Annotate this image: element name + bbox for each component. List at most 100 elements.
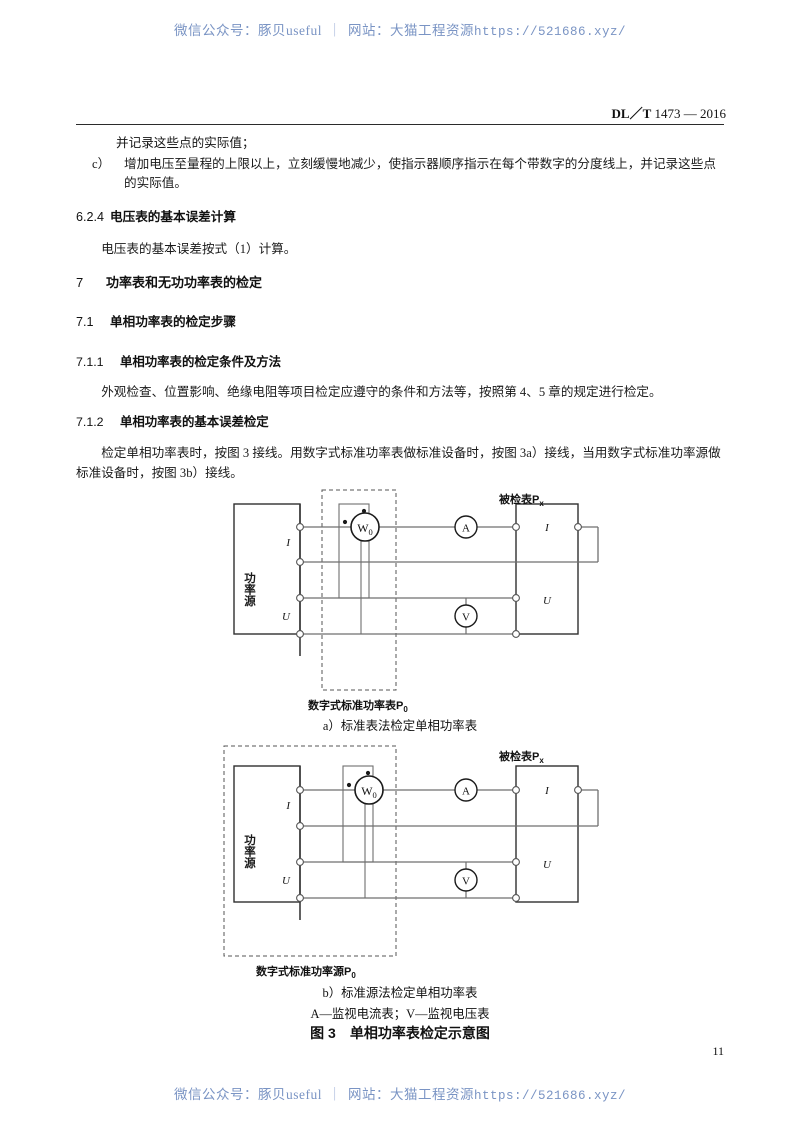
watermark-site-label: 网站： bbox=[347, 23, 390, 38]
standard-wattmeter-label-a: 数字式标准功率表P0 bbox=[308, 697, 408, 714]
standard-source-label-text-b: 数字式标准功率源P bbox=[256, 966, 352, 978]
dut-heading-text-a: 被检表P bbox=[499, 494, 540, 506]
heading-7-title: 功率表和无功功率表的检定 bbox=[106, 275, 263, 290]
source-terminal-I-label-a: I bbox=[285, 537, 291, 549]
heading-7-1-2-title: 单相功率表的基本误差检定 bbox=[120, 415, 269, 429]
source-terminal-U-label-b: U bbox=[282, 875, 291, 887]
standard-source-label-sub-b: 0 bbox=[351, 971, 356, 981]
figure-3a-caption: a）标准表法检定单相功率表 bbox=[322, 719, 478, 733]
heading-6-2-4-number: 6.2.4 bbox=[76, 210, 105, 224]
paragraph-7-1-2: 检定单相功率表时，按图 3 接线。用数字式标准功率表做标准设备时，按图 3a）接… bbox=[76, 446, 721, 480]
voltmeter-a bbox=[454, 604, 478, 628]
heading-7-1-1-title: 单相功率表的检定条件及方法 bbox=[120, 355, 282, 369]
polarity-dot-upper-b bbox=[365, 770, 371, 776]
wattmeter-w0-sub-b: 0 bbox=[373, 790, 377, 800]
ammeter-a bbox=[454, 515, 478, 539]
standard-year: 2016 bbox=[700, 106, 726, 121]
figure-3b-diagram: W0 A V I U I U bbox=[218, 740, 618, 965]
page-number: 11 bbox=[712, 1044, 724, 1058]
polarity-dot-upper-a bbox=[361, 508, 367, 514]
ammeter-label-a: A bbox=[462, 523, 470, 535]
watermark-account-prefix: 微信公众号： bbox=[173, 23, 258, 38]
wattmeter-voltage-coil-a bbox=[338, 503, 370, 599]
polarity-dot-left-a bbox=[342, 519, 348, 525]
ammeter-b bbox=[454, 778, 478, 802]
circuit-diagram-b: W0 A V I U I U bbox=[223, 745, 599, 957]
wattmeter-voltage-coil-b bbox=[342, 765, 374, 863]
dut-terminal-U-label-b: U bbox=[543, 859, 552, 871]
watermark-account-name: 豚贝useful bbox=[257, 23, 322, 38]
wattmeter-w0-symbol-b: W bbox=[361, 784, 373, 798]
heading-7-1-2-number: 7.1.2 bbox=[76, 415, 104, 429]
heading-7-1-1: 7.1.1 单相功率表的检定条件及方法 bbox=[76, 352, 281, 370]
terminal-dut-3-b bbox=[512, 858, 520, 866]
polarity-dot-left-b bbox=[346, 782, 352, 788]
watermark-bottom: 微信公众号：豚贝useful｜网站：大猫工程资源https://521686.x… bbox=[0, 1083, 800, 1104]
watermark-bottom-url: https://521686.xyz/ bbox=[473, 1089, 627, 1103]
watermark-bottom-account-prefix: 微信公众号： bbox=[173, 1087, 258, 1102]
terminal-source-2-a bbox=[296, 558, 304, 566]
terminal-dut-1-a bbox=[512, 523, 520, 531]
list-item-c-text: 增加电压至量程的上限以上，立刻缓慢地减少，使指示器顺序指示在每个带数字的分度线上… bbox=[124, 157, 716, 190]
dut-heading-text-b: 被检表P bbox=[499, 751, 540, 763]
terminal-source-4-a bbox=[296, 630, 304, 638]
watermark-site-name: 大猫工程资源 bbox=[389, 23, 474, 38]
heading-6-2-4-title: 电压表的基本误差计算 bbox=[110, 210, 236, 224]
standard-source-label-b: 数字式标准功率源P0 bbox=[256, 963, 356, 980]
wattmeter-w0-b bbox=[354, 775, 384, 805]
figure-3a-diagram: W0 A V I U bbox=[218, 484, 618, 699]
watermark-bottom-account-name: 豚贝useful bbox=[257, 1087, 322, 1102]
standard-prefix: DL／T bbox=[611, 106, 652, 121]
standard-wattmeter-label-sub-a: 0 bbox=[403, 705, 408, 715]
wattmeter-w0-symbol-a: W bbox=[357, 521, 369, 535]
watermark-bottom-separator: ｜ bbox=[327, 1087, 342, 1102]
terminal-dut-4-a bbox=[512, 630, 520, 638]
dut-heading-sub-a: x bbox=[539, 499, 544, 509]
terminal-source-2-b bbox=[296, 822, 304, 830]
figure-3b-caption: b）标准源法检定单相功率表 bbox=[322, 986, 478, 1000]
power-source-label-b: 功率源 bbox=[243, 834, 255, 869]
standard-number: 1473 bbox=[654, 106, 681, 121]
heading-7: 7 功率表和无功功率表的检定 bbox=[76, 272, 262, 291]
heading-7-1-number: 7.1 bbox=[76, 315, 94, 329]
dut-heading-b: 被检表Px bbox=[499, 748, 544, 765]
terminal-dut-3-a bbox=[512, 594, 520, 602]
wattmeter-w0-a bbox=[350, 512, 380, 542]
list-item-c-marker: c） bbox=[92, 157, 111, 171]
heading-7-number: 7 bbox=[76, 275, 84, 290]
ammeter-label-b: A bbox=[462, 786, 470, 798]
continuation-line: 并记录这些点的实际值； bbox=[116, 136, 255, 150]
terminal-dut-right-b bbox=[574, 786, 582, 794]
watermark-bottom-site-name: 大猫工程资源 bbox=[389, 1087, 474, 1102]
watermark-separator: ｜ bbox=[327, 23, 342, 38]
source-terminal-I-label-b: I bbox=[285, 800, 291, 812]
wattmeter-w0-sub-a: 0 bbox=[369, 527, 373, 537]
dut-box-b bbox=[515, 765, 579, 903]
header-rule bbox=[76, 124, 724, 125]
terminal-source-1-a bbox=[296, 523, 304, 531]
terminal-source-3-b bbox=[296, 858, 304, 866]
paragraph-6-2-4: 电压表的基本误差按式（1）计算。 bbox=[101, 242, 297, 256]
terminal-dut-right-a bbox=[574, 523, 582, 531]
voltmeter-label-b: V bbox=[462, 876, 470, 888]
figure-title: 图 3 单相功率表检定示意图 bbox=[310, 1025, 490, 1041]
dut-terminal-U-label-a: U bbox=[543, 595, 552, 607]
dut-terminal-I-label-b: I bbox=[544, 785, 550, 797]
dut-box-a bbox=[515, 503, 579, 635]
running-head: DL／T 1473 — 2016 bbox=[612, 103, 726, 122]
dut-heading-sub-b: x bbox=[539, 756, 544, 766]
terminal-source-1-b bbox=[296, 786, 304, 794]
wattmeter-w0-label-b: W0 bbox=[361, 784, 377, 800]
terminal-dut-4-b bbox=[512, 894, 520, 902]
terminal-source-3-a bbox=[296, 594, 304, 602]
power-source-box-b bbox=[233, 765, 301, 903]
standard-dash: — bbox=[683, 106, 697, 121]
heading-7-1-1-number: 7.1.1 bbox=[76, 355, 104, 369]
figure-legend: A—监视电流表；V—监视电压表 bbox=[310, 1007, 490, 1021]
heading-6-2-4: 6.2.4 电压表的基本误差计算 bbox=[76, 206, 236, 225]
terminal-source-4-b bbox=[296, 894, 304, 902]
dashed-enclosure-b bbox=[223, 745, 397, 957]
terminal-dut-1-b bbox=[512, 786, 520, 794]
paragraph-7-1-1: 外观检查、位置影响、绝缘电阻等项目检定应遵守的条件和方法等，按照第 4、5 章的… bbox=[101, 385, 662, 399]
